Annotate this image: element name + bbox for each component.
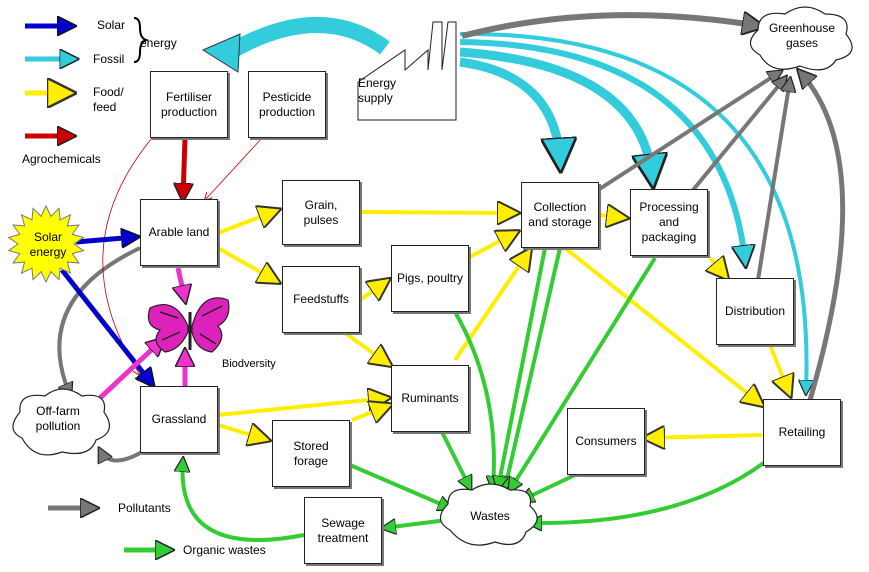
organic-retailing-to-wastes xyxy=(530,460,767,523)
organic-flows xyxy=(183,247,767,542)
legend-food-label: Food/ feed xyxy=(93,85,124,114)
feedstuffs-node: Feedstuffs xyxy=(282,266,360,333)
food-retailing-to-consumers xyxy=(645,435,763,438)
food-grain-to-collection xyxy=(359,212,517,213)
fossil-flows xyxy=(201,17,807,390)
solar-to-grassland xyxy=(60,268,152,384)
fertiliser-production-node: Fertiliser production xyxy=(150,71,228,138)
organic-sewage-to-grassland xyxy=(183,460,305,542)
wastes-cloud xyxy=(439,483,538,546)
pigs-poultry-node: Pigs, poultry xyxy=(391,245,469,312)
consumers-node: Consumers xyxy=(567,408,645,475)
retailing-node: Retailing xyxy=(763,399,841,466)
pollutant-collection-to-ghg xyxy=(596,72,780,192)
energy-supply-label: Energy supply xyxy=(358,76,397,105)
offfarm-cloud xyxy=(12,388,111,456)
food-grassland-to-ruminants xyxy=(217,398,388,417)
food-stored-forage-to-ruminants xyxy=(351,405,390,420)
food-feedstuffs-to-ruminants xyxy=(343,331,390,365)
sewage-treatment-node: Sewage treatment xyxy=(304,497,382,564)
arable-land-node: Arable land xyxy=(140,199,218,266)
collection-storage-node: Collection and storage xyxy=(521,182,599,248)
food-processing-to-distribution xyxy=(710,258,727,278)
biodiversity-flows xyxy=(98,267,185,400)
organic-processing-to-wastes xyxy=(510,256,657,490)
fossil-arrow-to-collection xyxy=(459,57,560,160)
pollutant-distribution-to-ghg xyxy=(756,80,790,281)
organic-stored-forage-to-wastes xyxy=(349,463,450,508)
legend-brace xyxy=(133,17,150,63)
fossil-arrow-to-retailing xyxy=(459,31,807,390)
cloud-icon xyxy=(12,6,853,546)
organic-wastes-to-sewage xyxy=(384,518,448,528)
grain-pulses-node: Grain, pulses xyxy=(282,180,360,245)
organic-pigs-to-wastes xyxy=(453,311,494,488)
sun-icon xyxy=(7,204,85,284)
food-collection-to-processing xyxy=(599,215,626,218)
legend-solar-label: Solar xyxy=(97,18,126,32)
butterfly-icon xyxy=(147,297,230,353)
food-arable-to-feedstuffs xyxy=(217,246,278,282)
organic-consumers-to-wastes xyxy=(522,473,576,500)
food-distribution-to-retailing xyxy=(768,344,790,395)
factory-icon xyxy=(357,21,457,121)
biodiversity-label: Biodversity xyxy=(222,358,276,370)
pollutant-flows xyxy=(57,15,846,461)
legend-agro-label: Agrochemicals xyxy=(22,152,101,166)
legend-organic-label: Organic wastes xyxy=(183,543,266,557)
food-ruminants-to-collection xyxy=(453,250,530,362)
organic-ruminants-to-wastes xyxy=(440,431,470,488)
food-grassland-to-stored-forage xyxy=(217,425,268,440)
legend-energy-label: energy xyxy=(140,36,177,50)
solar-to-arable xyxy=(75,237,136,242)
solar-energy-label: Solar energy xyxy=(29,230,67,259)
pollutant-energy-to-ghg xyxy=(461,15,760,39)
fossil-arrow-to-distribution xyxy=(459,39,745,260)
fossil-arrowhead-fertiliser xyxy=(201,33,241,73)
agro-fertiliser-to-arable xyxy=(183,137,185,198)
fossil-arrow-to-fertiliser xyxy=(226,17,390,59)
processing-packaging-node: Processing and packaging xyxy=(630,189,708,256)
offfarm-pollution-label: Off-farm pollution xyxy=(35,404,81,433)
legend xyxy=(25,18,170,550)
food-feedstuffs-to-pigs xyxy=(358,280,388,302)
grassland-node: Grassland xyxy=(140,386,218,453)
legend-fossil-label: Fossil xyxy=(93,52,125,66)
agro-pesticide-to-arable xyxy=(205,137,263,200)
distribution-node: Distribution xyxy=(716,278,794,345)
legend-pollutants-label: Pollutants xyxy=(118,501,171,515)
greenhouse-gases-label: Greenhouse gases xyxy=(768,21,836,50)
ruminants-node: Ruminants xyxy=(391,365,469,432)
pollutant-processing-to-ghg xyxy=(691,78,785,192)
food-flows xyxy=(217,210,790,440)
fossil-arrow-to-processing xyxy=(459,47,652,176)
organic-collection-to-wastes xyxy=(505,247,562,488)
food-arable-to-grain xyxy=(217,210,278,235)
biodiv-offfarm-to-butterfly xyxy=(98,340,162,400)
pollutant-arable-to-offfarm xyxy=(57,246,141,395)
stored-forage-node: Stored forage xyxy=(272,420,350,487)
food-pigs-to-collection xyxy=(467,232,517,260)
food-collection-to-retailing xyxy=(563,246,762,405)
greenhouse-cloud xyxy=(749,6,853,71)
organic-collection-to-wastes-2 xyxy=(498,247,547,488)
pollutant-grassland-to-offfarm xyxy=(100,450,143,461)
pesticide-production-node: Pesticide production xyxy=(248,71,326,138)
biodiv-arable-to-butterfly xyxy=(178,267,185,300)
pollutant-retailing-to-ghg xyxy=(800,72,846,401)
wastes-label: Wastes xyxy=(470,509,510,523)
